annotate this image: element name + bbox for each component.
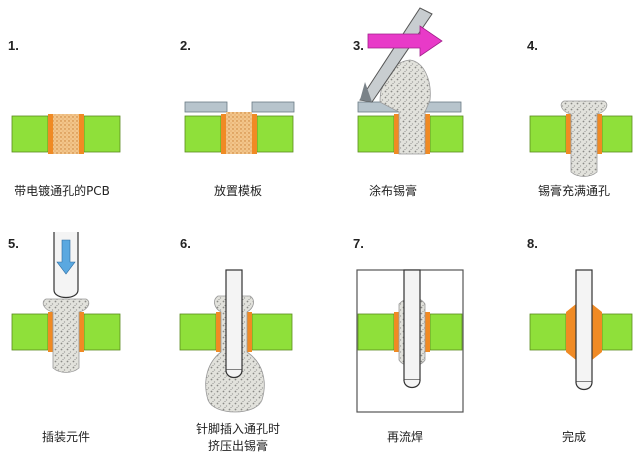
- step-1-caption: 带电镀通孔的PCB: [14, 184, 110, 198]
- step-7-reflow: [356, 269, 464, 413]
- step-1-number: 1.: [8, 38, 19, 53]
- plating-right: [247, 312, 252, 352]
- plating-left: [221, 114, 226, 154]
- step-5-caption: 插装元件: [41, 430, 90, 444]
- board-left: [11, 313, 49, 351]
- board-left: [529, 313, 567, 351]
- step-2-stencil: [184, 101, 295, 154]
- step-7-number: 7.: [353, 236, 364, 251]
- solder-fillet-right: [592, 304, 602, 360]
- step-3-print: [357, 7, 464, 155]
- step-2-caption: 放置模板: [213, 184, 262, 198]
- board-left: [179, 313, 217, 351]
- plating-left: [216, 312, 221, 352]
- hole-fill: [226, 112, 252, 154]
- board-right: [601, 115, 633, 153]
- board-right: [83, 115, 121, 153]
- board-right: [256, 115, 294, 153]
- step-6-number: 6.: [180, 236, 191, 251]
- step-4-filled: [529, 100, 633, 177]
- plating-left: [394, 312, 399, 352]
- component-pin: [225, 269, 243, 371]
- board-right: [83, 313, 121, 351]
- step-2-number: 2.: [180, 38, 191, 53]
- board-right: [251, 313, 293, 351]
- step-5-number: 5.: [8, 236, 19, 251]
- plating-left: [48, 312, 53, 352]
- push-down-arrow: [56, 239, 76, 275]
- step-5-insert: [11, 232, 121, 373]
- step-4-caption: 锡膏充满通孔: [537, 184, 610, 198]
- stencil-right: [424, 101, 462, 113]
- hole-fill: [53, 114, 79, 154]
- step-8-number: 8.: [527, 236, 538, 251]
- board-left: [184, 115, 222, 153]
- plating-left: [394, 114, 399, 154]
- solder-paste-plug: [42, 298, 90, 373]
- stencil-right: [251, 101, 295, 113]
- plating-right: [79, 312, 84, 352]
- solder-fillet-left: [566, 304, 576, 360]
- stencil-left: [184, 101, 228, 113]
- board-right: [429, 313, 463, 351]
- step-1-pcb: [11, 114, 121, 154]
- board-left: [11, 115, 49, 153]
- plating-right: [597, 114, 602, 154]
- step-6-extrude: [179, 269, 293, 413]
- step-4-number: 4.: [527, 38, 538, 53]
- print-direction-arrow: [367, 25, 443, 57]
- solder-paste-plug: [560, 100, 608, 177]
- plating-right: [252, 114, 257, 154]
- component-pin: [403, 269, 421, 381]
- step-3-caption: 涂布锡膏: [368, 184, 417, 198]
- plating-left: [48, 114, 53, 154]
- pin-tip: [403, 379, 421, 389]
- step-7-caption: 再流焊: [386, 430, 423, 444]
- board-left: [529, 115, 567, 153]
- pin-tip: [575, 381, 593, 391]
- pin-tip: [225, 369, 243, 379]
- step-6-caption: 针脚插入通孔时 挤压出锡膏: [195, 422, 280, 453]
- step-8-done: [529, 269, 633, 391]
- board-left: [357, 115, 395, 153]
- step-3-number: 3.: [353, 38, 364, 53]
- plating-right: [79, 114, 84, 154]
- board-right: [429, 115, 464, 153]
- squeegee-tip: [360, 82, 372, 102]
- board-left: [357, 313, 395, 351]
- solder-paste-mound: [379, 59, 431, 155]
- plating-right: [425, 312, 430, 352]
- plating-left: [566, 114, 571, 154]
- plating-right: [425, 114, 430, 154]
- step-8-caption: 完成: [561, 430, 586, 444]
- component-pin: [575, 269, 593, 383]
- board-right: [601, 313, 633, 351]
